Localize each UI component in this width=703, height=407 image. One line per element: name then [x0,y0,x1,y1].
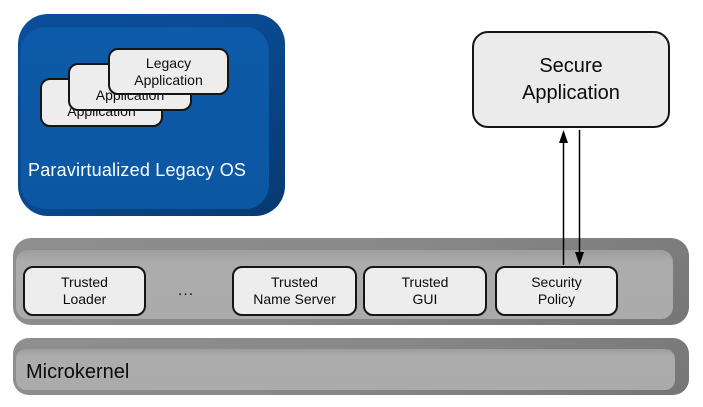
security-policy-box: Security Policy [495,266,618,316]
trusted-loader-box: Trusted Loader [23,266,146,316]
trusted-name-server-box: Trusted Name Server [232,266,357,316]
trusted-gui-box: Trusted GUI [363,266,487,316]
microkernel-face [16,349,675,390]
legacy-os-label: Paravirtualized Legacy OS [28,160,247,180]
secure-application-box: Secure Application [472,31,670,128]
legacy-application-box-front: Legacy Application [108,48,229,95]
ellipsis-more-services: ... [177,282,195,299]
microkernel-label: Microkernel [26,361,130,383]
microkernel-bar [13,338,689,395]
